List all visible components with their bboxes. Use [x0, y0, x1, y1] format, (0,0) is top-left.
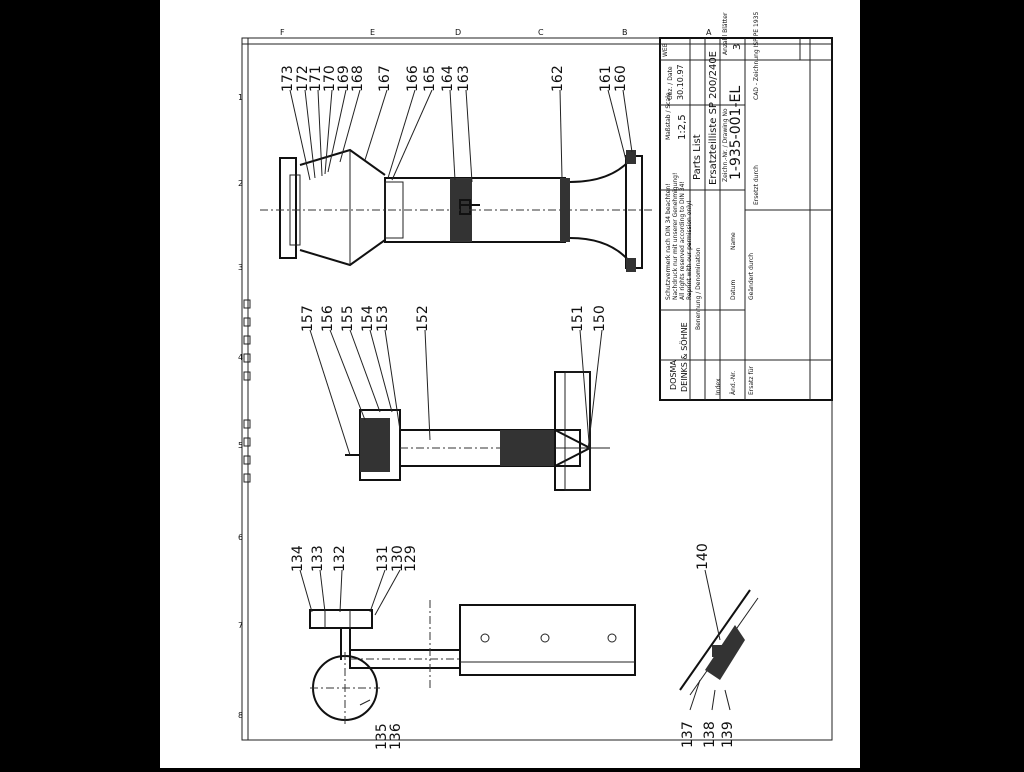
- callout-157: 157: [300, 305, 316, 332]
- zone-letter: E: [370, 28, 375, 37]
- zone-number: 8: [238, 711, 243, 720]
- callout-132: 132: [332, 545, 348, 572]
- assembly-160-173: [260, 89, 655, 272]
- replacement-label: Ersetzt durch: [753, 165, 760, 205]
- zone-letter: C: [538, 28, 544, 37]
- drawing-sheet: F E D C B A 1 2 3 4 5 6 7 8: [160, 0, 860, 768]
- date-label: Gez. / Date: [667, 66, 674, 100]
- callout-173: 173: [280, 65, 296, 92]
- callout-167: 167: [377, 65, 393, 92]
- zone-number: 4: [238, 353, 243, 362]
- callout-172: 172: [295, 65, 311, 92]
- callout-130: 130: [390, 545, 406, 572]
- callout-156: 156: [320, 305, 336, 332]
- title-block: WEB Gez. / Date 30.10.97 Maßstab / Scale…: [659, 12, 833, 401]
- notice-line: Reprint with our permission only!: [686, 200, 693, 300]
- hole-punch-strip: [243, 299, 251, 483]
- drawn-by: WEB: [662, 43, 669, 57]
- zone-letter: F: [280, 28, 285, 37]
- zone-number: 7: [238, 621, 243, 630]
- title-line2: Ersatzteilliste SP 200/240E: [708, 51, 719, 185]
- zone-number: 5: [238, 441, 243, 450]
- callout-162: 162: [550, 65, 566, 92]
- callout-139: 139: [720, 721, 736, 748]
- company-name: DOSMA: [669, 360, 678, 390]
- callout-164: 164: [440, 65, 456, 92]
- callout-165: 165: [422, 65, 438, 92]
- callout-133: 133: [310, 545, 326, 572]
- zone-number: 1: [238, 93, 243, 102]
- zone-letter: D: [455, 28, 461, 37]
- callout-152: 152: [415, 305, 431, 332]
- revision-col: Ersatz für: [748, 366, 755, 395]
- callout-150: 150: [592, 305, 608, 332]
- callout-168: 168: [350, 65, 366, 92]
- title-line1: Parts List: [692, 134, 703, 180]
- callout-151: 151: [570, 305, 586, 332]
- callout-134: 134: [290, 545, 306, 572]
- drawing-number: 1-935-001-EL: [728, 86, 744, 180]
- callout-135: 135: [374, 723, 390, 750]
- cad-note: CAD - Zeichnung ISP PE 1935: [753, 12, 760, 100]
- callout-166: 166: [405, 65, 421, 92]
- revision-col: Name: [730, 232, 737, 250]
- notice-line: Nachdruck nur mit unserer Genehmigung!: [672, 173, 679, 300]
- detail-137-140: [679, 569, 759, 711]
- notice-line: Schutzvermerk nach DIN 34 beachten!: [665, 183, 672, 300]
- notice-line: All rights reserved according to DIN 34!: [679, 181, 686, 300]
- callouts-middle: 157 156 155 154 153 152 151 150: [300, 305, 608, 332]
- revision-col: Geändert durch: [748, 253, 755, 300]
- callout-129: 129: [403, 545, 419, 572]
- zone-letter: A: [706, 28, 712, 37]
- callout-163: 163: [456, 65, 472, 92]
- sheet-label: Anzahl Blätter: [722, 12, 729, 55]
- callout-160: 160: [613, 65, 629, 92]
- revision-col: Datum: [730, 280, 737, 300]
- zone-number: 3: [238, 263, 243, 272]
- technical-drawing: F E D C B A 1 2 3 4 5 6 7 8: [238, 12, 833, 750]
- company-subtitle: DEINKS & SÖHNE: [679, 322, 689, 392]
- callouts-top: 173 172 171 170 169 168 167 166 165 164 …: [280, 65, 629, 92]
- revision-col: Index: [715, 378, 722, 395]
- callouts-lower: 134 133 132 131 130 129 135 136: [290, 545, 419, 750]
- scale-label: Maßstab / Scale: [665, 92, 672, 140]
- callout-153: 153: [375, 305, 391, 332]
- callout-154: 154: [360, 305, 376, 332]
- callouts-detail: 140 137 138 139: [680, 543, 736, 748]
- assembly-150-157: [309, 329, 610, 491]
- sheet-count: 3: [732, 44, 743, 50]
- date-value: 30.10.97: [676, 64, 685, 100]
- title-label: Benennung / Denomination: [695, 247, 702, 330]
- revision-col: Änd.-Nr.: [730, 371, 737, 395]
- callout-137: 137: [680, 721, 696, 748]
- callout-170: 170: [322, 65, 338, 92]
- callout-155: 155: [340, 305, 356, 332]
- assembly-129-136: [299, 569, 636, 724]
- zone-number: 2: [238, 179, 243, 188]
- callout-171: 171: [308, 65, 324, 92]
- zone-letter: B: [622, 28, 628, 37]
- callout-138: 138: [702, 721, 718, 748]
- callout-161: 161: [598, 65, 614, 92]
- callout-140: 140: [695, 543, 711, 570]
- callout-136: 136: [388, 723, 404, 750]
- callout-131: 131: [375, 545, 391, 572]
- drawing-no-label: Zeichn.-Nr. / Drawing No: [722, 108, 729, 182]
- zone-number: 6: [238, 533, 243, 542]
- callout-169: 169: [336, 65, 352, 92]
- scale-value: 1:2,5: [677, 114, 688, 140]
